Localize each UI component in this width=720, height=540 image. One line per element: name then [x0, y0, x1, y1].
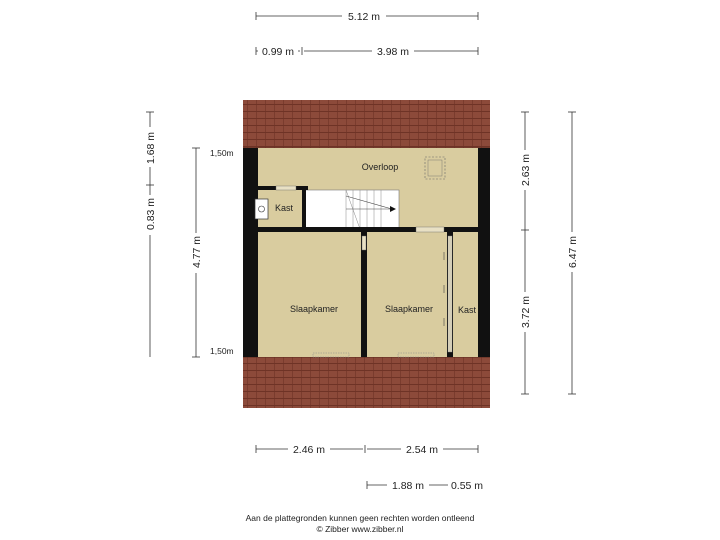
dim-bottom-sub-right: 0.55 m	[451, 480, 483, 492]
dim-top-left: 0.99 m	[262, 46, 294, 58]
dim-bottom-right: 2.54 m	[406, 444, 438, 456]
dim-bottom-left: 2.46 m	[293, 444, 325, 456]
height-mark-bottom: 1,50m	[210, 346, 234, 356]
dim-right-lower: 3.72 m	[520, 296, 532, 328]
room-overloop: Overloop	[362, 162, 399, 172]
boiler-icon	[254, 198, 269, 220]
dim-left-lower: 4.77 m	[191, 236, 203, 268]
room-slaapkamer-right: Slaapkamer	[385, 304, 433, 314]
dimension-labels: 5.12 m 0.99 m 3.98 m 1.68 m 0.83 m 4.77 …	[143, 9, 579, 492]
footer-copyright: © Zibber www.zibber.nl	[316, 524, 404, 534]
dim-top-total: 5.12 m	[348, 11, 380, 23]
dim-left-upper-b: 1.68 m	[145, 132, 157, 164]
dim-right-total: 6.47 m	[567, 236, 579, 268]
dim-bottom-sub-left: 1.88 m	[392, 480, 424, 492]
dim-top-right: 3.98 m	[377, 46, 409, 58]
height-mark-top: 1,50m	[210, 148, 234, 158]
doors	[275, 185, 453, 353]
dim-left-upper: 0.83 m	[145, 198, 157, 230]
room-kast-small: Kast	[275, 203, 294, 213]
roof-windows	[312, 156, 446, 358]
dim-right-upper: 2.63 m	[520, 154, 532, 186]
room-slaapkamer-left: Slaapkamer	[290, 304, 338, 314]
room-labels: Overloop Kast Slaapkamer Slaapkamer Kast	[275, 162, 477, 315]
room-kast-right: Kast	[458, 305, 477, 315]
footer-disclaimer: Aan de plattegronden kunnen geen rechten…	[245, 513, 475, 523]
staircase	[304, 189, 400, 230]
